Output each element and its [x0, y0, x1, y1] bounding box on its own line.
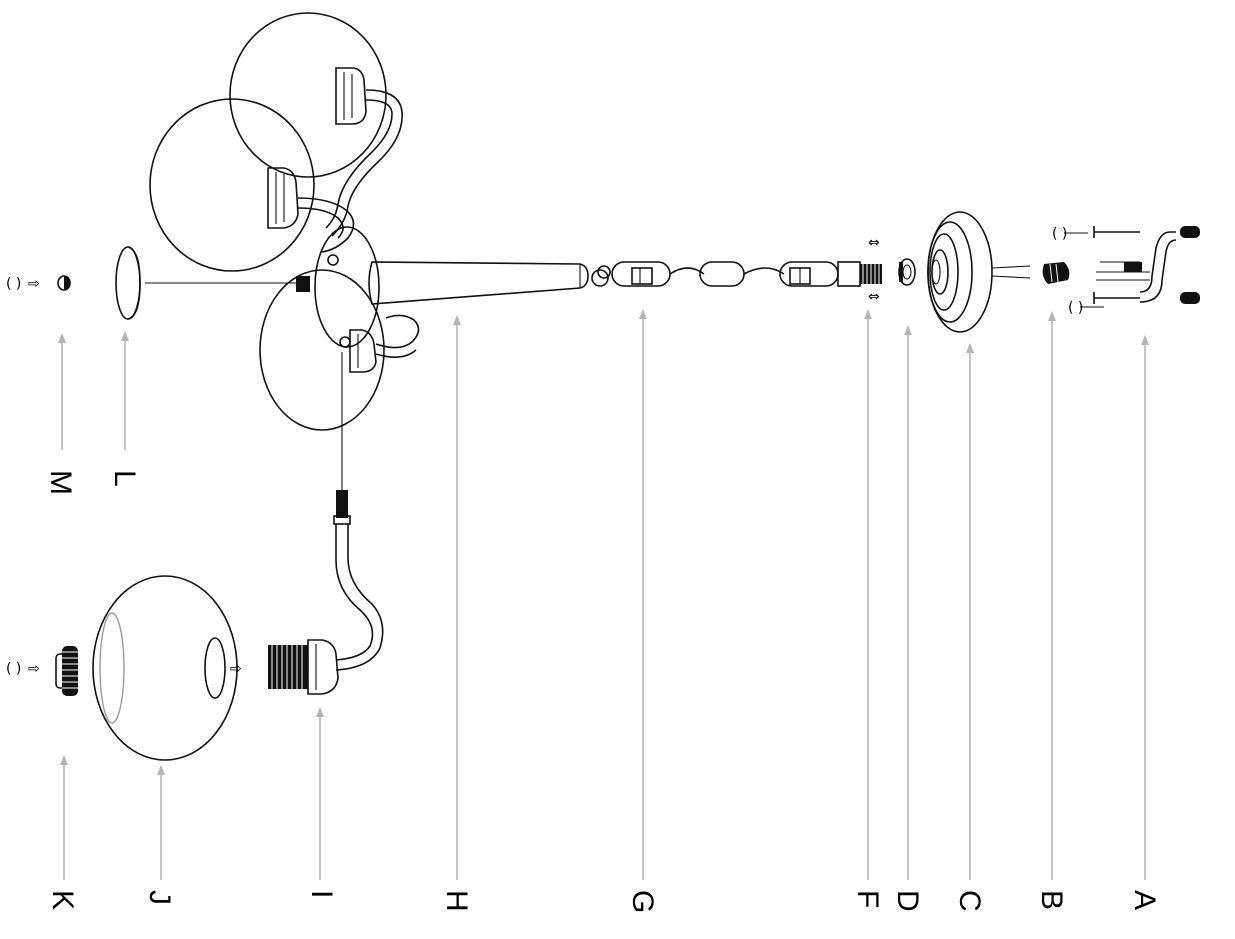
- label-part-J: J: [143, 890, 176, 905]
- hint-group-K: ( ) ⇨: [6, 661, 40, 677]
- hint-group-M: ( ) ⇨: [6, 276, 40, 292]
- svg-text:( ): ( ): [6, 276, 21, 292]
- svg-text:( ): ( ): [1052, 226, 1067, 242]
- part-A-bracket: [1096, 231, 1177, 303]
- part-L-collar: [115, 246, 141, 320]
- svg-text:⇨: ⇨: [28, 661, 40, 677]
- part-M-cap: [57, 275, 71, 291]
- part-I-socket: [268, 639, 339, 695]
- globe-top: [229, 12, 387, 178]
- svg-text:( ): ( ): [1068, 300, 1083, 316]
- part-D-nut: [898, 258, 916, 286]
- globe-lower: [259, 269, 385, 431]
- part-B-terminal-block: [1042, 262, 1070, 284]
- label-part-M: M: [44, 470, 77, 495]
- globe-middle: [149, 98, 315, 272]
- socket-lower: [349, 329, 377, 373]
- label-part-C: C: [953, 890, 986, 912]
- socket-middle: [267, 167, 299, 229]
- label-part-K: K: [46, 890, 79, 910]
- part-H-stem: [368, 261, 589, 305]
- drill-hole-icon: ( ) ( ): [1052, 226, 1104, 316]
- socket-top: [335, 67, 367, 125]
- part-G-chain: [591, 261, 839, 287]
- part-C-canopy: [927, 211, 1031, 333]
- svg-text:⇨: ⇨: [230, 661, 242, 677]
- svg-text:⇔: ⇔: [868, 289, 880, 305]
- part-J-globe: [92, 575, 238, 761]
- arm-middle: [297, 197, 355, 253]
- arm-lower: [375, 314, 420, 358]
- hub-body: [314, 226, 380, 348]
- label-part-I: I: [305, 890, 338, 898]
- threaded-rod: [296, 276, 310, 292]
- label-part-L: L: [108, 470, 141, 487]
- arm-top: [325, 89, 403, 237]
- leader-lines: [58, 309, 1149, 880]
- part-F-connector: [837, 261, 882, 287]
- label-part-D: D: [891, 890, 924, 912]
- label-part-A: A: [1128, 890, 1161, 910]
- label-part-H: H: [440, 890, 473, 912]
- part-K-ring: [55, 646, 78, 696]
- screw-icon: [1093, 226, 1200, 304]
- svg-text:⇔: ⇔: [868, 235, 880, 251]
- label-part-F: F: [851, 890, 884, 908]
- label-part-B: B: [1035, 890, 1068, 910]
- label-part-G: G: [626, 890, 659, 913]
- hint-group-I: ⇨: [230, 661, 242, 677]
- svg-text:⇨: ⇨: [28, 276, 40, 292]
- svg-text:( ): ( ): [6, 661, 21, 677]
- part-I-arm: [333, 490, 384, 671]
- rotation-arrow-icon: ⇔ ⇔: [868, 235, 880, 305]
